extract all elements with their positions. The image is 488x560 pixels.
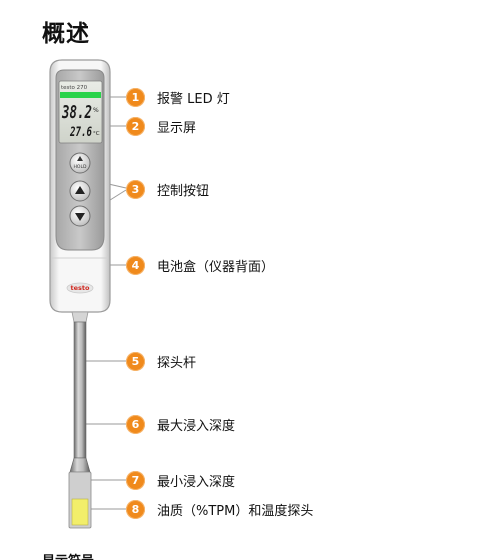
hold-drop-icon	[77, 156, 83, 161]
reading-main: 38.2	[61, 102, 92, 123]
callout-number: 7	[126, 470, 145, 490]
callout-max-depth: 6 最大浸入深度	[126, 413, 235, 435]
next-section-heading: 显示符号	[42, 552, 94, 560]
callout-label: 油质（%TPM）和温度探头	[157, 503, 314, 519]
callout-alarm-led: 1 报警 LED 灯	[126, 86, 230, 108]
callout-label: 探头杆	[157, 355, 197, 371]
model-label: testo 270	[61, 85, 88, 91]
page-title: 概述	[42, 21, 90, 47]
up-arrow-icon	[75, 186, 85, 194]
callout-min-depth: 7 最小浸入深度	[126, 469, 235, 491]
probe-rod	[73, 321, 87, 459]
brand-logo-plate	[66, 282, 94, 294]
callout-number: 2	[126, 116, 145, 136]
callout-label: 控制按钮	[157, 183, 210, 199]
reading-temp-unit: °C	[93, 131, 100, 137]
callout-label: 电池盒（仪器背面）	[157, 259, 275, 275]
hold-label: HOLD	[74, 164, 87, 170]
callout-label: 最小浸入深度	[157, 474, 236, 490]
probe-collar	[71, 311, 89, 323]
callout-number: 4	[126, 255, 145, 275]
reading-main-unit: %	[93, 107, 99, 114]
callout-label: 最大浸入深度	[157, 418, 236, 434]
callout-label: 显示屏	[157, 120, 197, 136]
callout-label: 报警 LED 灯	[157, 91, 230, 107]
callout-battery: 4 电池盒（仪器背面）	[126, 254, 274, 276]
callout-sensor: 8 油质（%TPM）和温度探头	[126, 498, 313, 520]
probe-taper	[69, 457, 91, 473]
alarm-led	[60, 92, 101, 98]
sensor-window	[71, 498, 89, 526]
callout-number: 1	[126, 87, 145, 107]
callout-number: 3	[126, 179, 145, 199]
brand-label: testo	[71, 284, 90, 292]
callout-display: 2 显示屏	[126, 115, 196, 137]
callout-number: 8	[126, 499, 145, 519]
down-arrow-icon	[75, 213, 85, 221]
callout-number: 5	[126, 351, 145, 371]
reading-temp: 27.6	[69, 125, 92, 140]
hold-button[interactable]	[69, 152, 91, 174]
callout-control-buttons: 3 控制按钮	[126, 178, 209, 200]
callout-number: 6	[126, 414, 145, 434]
callout-probe-rod: 5 探头杆	[126, 350, 196, 372]
